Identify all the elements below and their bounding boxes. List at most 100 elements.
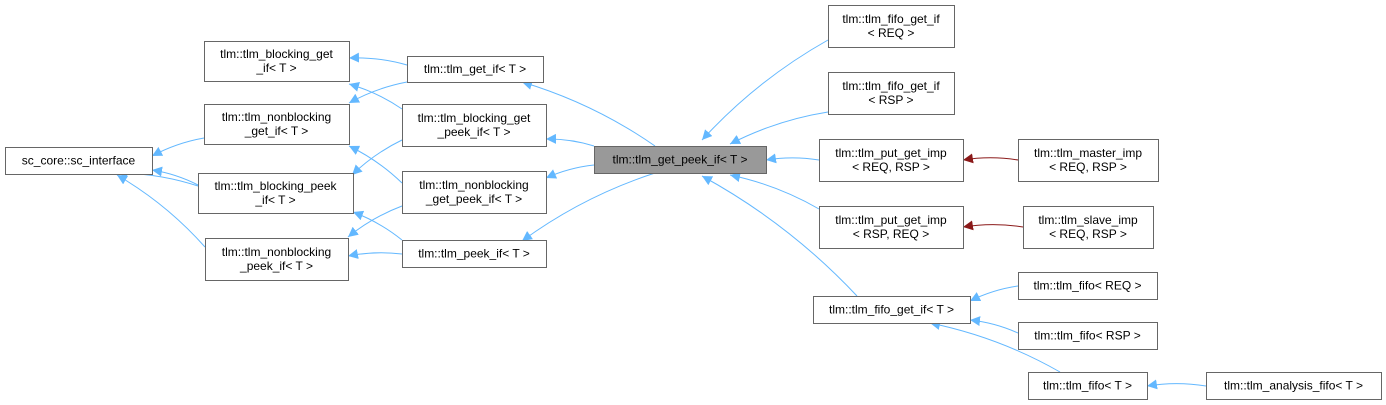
node-label: tlm::tlm_fifo< T > <box>1043 379 1132 393</box>
edge-nonblocking_get_if-to-sc_interface <box>151 137 205 157</box>
node-fifo_get_if_rsp[interactable]: tlm::tlm_fifo_get_if< RSP > <box>828 72 955 115</box>
node-label: < RSP > <box>868 93 913 107</box>
node-label: tlm::tlm_blocking_get <box>220 47 333 61</box>
nodes: sc_core::sc_interface tlm::tlm_blocking_g… <box>5 5 1382 400</box>
node-box <box>828 72 955 115</box>
node-box <box>407 56 544 83</box>
node-blocking_get_if[interactable]: tlm::tlm_blocking_get_if< T > <box>204 41 350 82</box>
node-blocking_get_peek_if[interactable]: tlm::tlm_blocking_get_peek_if< T > <box>402 104 547 147</box>
node-label: < REQ, RSP > <box>852 160 930 174</box>
node-fifo_t[interactable]: tlm::tlm_fifo< T > <box>1028 372 1148 400</box>
node-label: tlm::tlm_nonblocking <box>222 110 331 124</box>
edges <box>116 39 1207 390</box>
edge-put_get_imp_req_rsp-to-get_peek_if <box>765 153 820 164</box>
node-peek_if[interactable]: tlm::tlm_peek_if< T > <box>402 240 547 268</box>
node-label: tlm::tlm_fifo< REQ > <box>1033 279 1141 293</box>
node-label: tlm::tlm_nonblocking <box>419 178 528 192</box>
node-label: < RSP, REQ > <box>853 227 929 241</box>
edge-get_peek_if-to-blocking_get_peek_if <box>545 133 595 147</box>
node-put_get_imp_rsp_req[interactable]: tlm::tlm_put_get_imp< RSP, REQ > <box>819 206 964 249</box>
node-box <box>828 5 955 48</box>
edge-analysis_fifo-to-fifo_t <box>1146 379 1207 390</box>
edge-blocking_get_peek_if-to-blocking_get_if <box>348 81 403 110</box>
edge-blocking_get_peek_if-to-blocking_peek_if <box>351 139 403 176</box>
edge-get_peek_if-to-peek_if <box>521 172 656 242</box>
node-label: tlm::tlm_analysis_fifo< T > <box>1224 379 1363 393</box>
node-put_get_imp_req_rsp[interactable]: tlm::tlm_put_get_imp< REQ, RSP > <box>819 139 964 182</box>
node-fifo_rsp[interactable]: tlm::tlm_fifo< RSP > <box>1018 322 1158 350</box>
edge-nonblocking_peek_if-to-sc_interface <box>116 174 206 248</box>
node-fifo_get_if_t[interactable]: tlm::tlm_fifo_get_if< T > <box>813 296 971 324</box>
edge-get_if-to-blocking_get_if <box>348 52 408 66</box>
node-label: tlm::tlm_blocking_peek <box>214 179 337 193</box>
node-label: tlm::tlm_put_get_imp <box>835 213 947 227</box>
edge-fifo_get_if_rsp-to-get_peek_if <box>729 111 829 145</box>
edge-fifo_get_if_req-to-get_peek_if <box>701 39 829 141</box>
node-label: tlm::tlm_fifo< RSP > <box>1034 329 1140 343</box>
node-label: tlm::tlm_peek_if< T > <box>418 247 530 261</box>
node-label: tlm::tlm_fifo_get_if< T > <box>829 303 954 317</box>
edge-fifo_get_if_t-to-get_peek_if <box>701 175 858 297</box>
node-label: tlm::tlm_fifo_get_if <box>842 79 940 93</box>
node-label: < REQ, RSP > <box>1049 160 1127 174</box>
node-label: _if< T > <box>254 193 295 207</box>
node-label: tlm::tlm_fifo_get_if <box>842 12 940 26</box>
edge-nonblocking_get_peek_if-to-nonblocking_get_if <box>348 145 403 184</box>
node-label: tlm::tlm_nonblocking <box>222 245 331 259</box>
node-box <box>198 173 354 214</box>
node-box <box>1028 372 1148 400</box>
node-nonblocking_get_if[interactable]: tlm::tlm_nonblocking_get_if< T > <box>204 104 350 145</box>
node-box <box>5 147 153 175</box>
edge-master_imp-to-put_get_imp_req_rsp <box>962 153 1019 164</box>
node-box <box>205 238 349 281</box>
node-box <box>402 171 547 214</box>
node-get_if[interactable]: tlm::tlm_get_if< T > <box>407 56 544 83</box>
edge-nonblocking_get_peek_if-to-nonblocking_peek_if <box>347 205 403 238</box>
node-sc_interface[interactable]: sc_core::sc_interface <box>5 147 153 175</box>
node-box <box>813 296 971 324</box>
node-box <box>594 146 767 174</box>
node-fifo_req[interactable]: tlm::tlm_fifo< REQ > <box>1018 272 1158 300</box>
node-label: _peek_if< T > <box>239 259 313 273</box>
node-label: _peek_if< T > <box>437 125 511 139</box>
node-label: _get_if< T > <box>244 124 309 138</box>
node-box <box>819 139 964 182</box>
node-label: tlm::tlm_put_get_imp <box>835 146 947 160</box>
node-box <box>1206 372 1382 400</box>
edge-fifo_t-to-fifo_get_if_t <box>929 320 1061 373</box>
node-box <box>204 41 350 82</box>
node-box <box>402 104 547 147</box>
node-label: < REQ > <box>868 26 915 40</box>
node-label: _if< T > <box>255 61 296 75</box>
node-label: tlm::tlm_slave_imp <box>1038 213 1138 227</box>
node-get_peek_if: tlm::tlm_get_peek_if< T > <box>594 146 767 174</box>
node-label: tlm::tlm_blocking_get <box>418 111 531 125</box>
node-fifo_get_if_req[interactable]: tlm::tlm_fifo_get_if< REQ > <box>828 5 955 48</box>
node-analysis_fifo[interactable]: tlm::tlm_analysis_fifo< T > <box>1206 372 1382 400</box>
node-box <box>1023 206 1154 249</box>
edge-slave_imp-to-put_get_imp_rsp_req <box>962 220 1024 231</box>
node-box <box>1018 322 1158 350</box>
node-master_imp[interactable]: tlm::tlm_master_imp< REQ, RSP > <box>1018 139 1159 182</box>
node-nonblocking_get_peek_if[interactable]: tlm::tlm_nonblocking_get_peek_if< T > <box>402 171 547 214</box>
node-slave_imp[interactable]: tlm::tlm_slave_imp< REQ, RSP > <box>1023 206 1154 249</box>
node-label: tlm::tlm_master_imp <box>1034 146 1142 160</box>
node-label: sc_core::sc_interface <box>22 154 136 168</box>
edge-fifo_rsp-to-fifo_get_if_t <box>969 316 1019 334</box>
node-box <box>1018 272 1158 300</box>
node-label: _get_peek_if< T > <box>425 192 522 206</box>
node-box <box>402 240 547 268</box>
node-label: tlm::tlm_get_if< T > <box>424 62 526 76</box>
edge-get_if-to-nonblocking_get_if <box>348 81 408 104</box>
node-box <box>1018 139 1159 182</box>
edge-fifo_req-to-fifo_get_if_t <box>969 285 1019 302</box>
node-label: tlm::tlm_get_peek_if< T > <box>613 153 748 167</box>
node-box <box>819 206 964 249</box>
edge-peek_if-to-blocking_peek_if <box>352 210 403 241</box>
edge-get_peek_if-to-get_if <box>521 80 656 147</box>
node-box <box>204 104 350 145</box>
node-blocking_peek_if[interactable]: tlm::tlm_blocking_peek_if< T > <box>198 173 354 214</box>
node-nonblocking_peek_if[interactable]: tlm::tlm_nonblocking_peek_if< T > <box>205 238 349 281</box>
edge-peek_if-to-nonblocking_peek_if <box>347 249 403 259</box>
